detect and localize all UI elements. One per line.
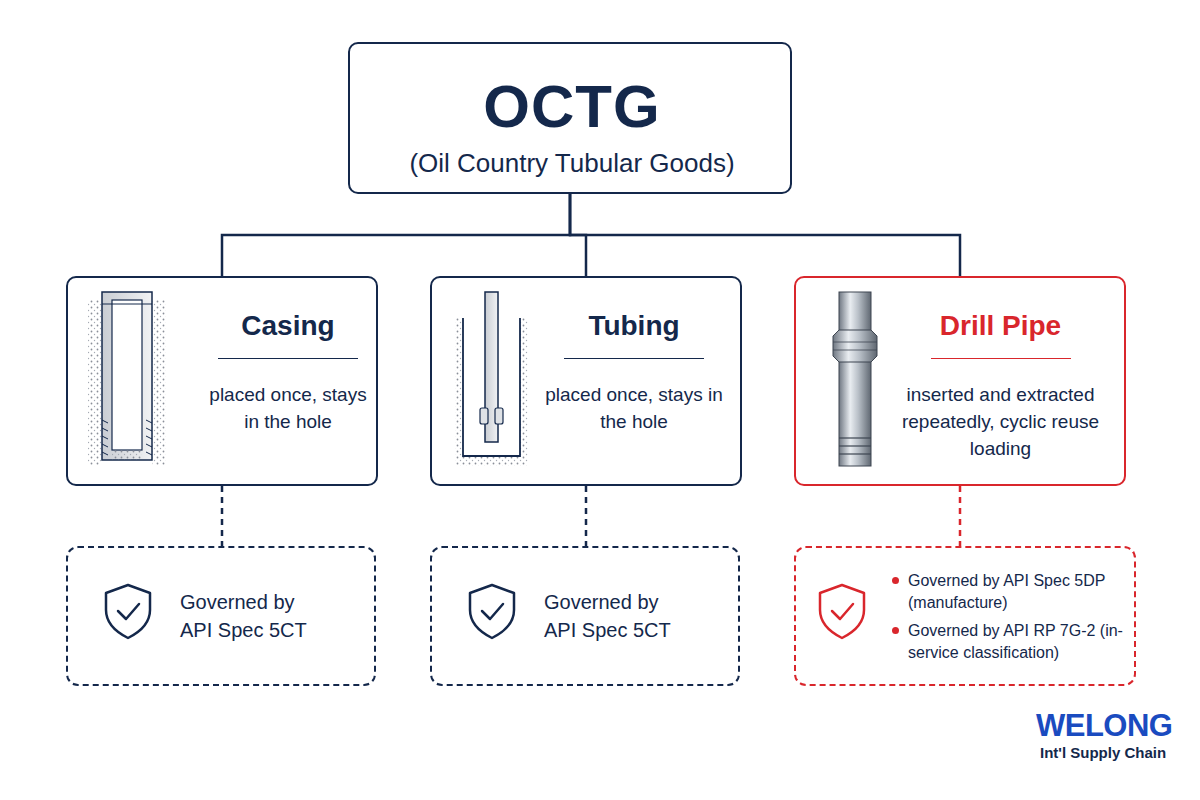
heading-rule [931,358,1071,359]
category-box: Tubing placed once, stays in the hole [430,276,742,486]
box-heading: Tubing [544,308,724,344]
tubing-illustration [455,292,528,466]
text-area: OCTG (Oil Country Tubular Goods) [360,72,784,180]
heading-rule [564,358,704,359]
text-area: Tubing placed once, stays in the hole [544,308,724,435]
box-heading: Drill Pipe [888,308,1113,344]
heading-rule [218,358,358,359]
dashed-connector [221,486,224,546]
logo-tagline: Int'l Supply Chain [1040,744,1166,761]
casing-illustration [88,292,166,465]
standard-note: Governed by API Spec 5DP (manufacture) Go… [794,546,1136,686]
box-text: Governed by API Spec 5DP (manufacture) [892,570,1128,614]
dashed-connector [959,486,962,546]
box-text: Governed by API Spec 5CT [544,588,694,644]
box-text: placed once, stays in the hole [544,381,724,435]
tree-connector [222,194,570,276]
category-box: Drill Pipe inserted and extracted repeate… [794,276,1126,486]
tree-connector [570,194,960,276]
box-text: placed once, stays in the hole [208,381,368,435]
text-area: Drill Pipe inserted and extracted repeate… [888,308,1113,462]
dashed-connector [585,486,588,546]
logo-text: WELONG [1036,708,1173,744]
root-box: OCTG (Oil Country Tubular Goods) [348,42,792,194]
box-text: Governed by API RP 7G-2 (in-service clas… [892,620,1128,664]
category-box: Casing placed once, stays in the hole [66,276,378,486]
text-area: Governed by API Spec 5CT [544,588,694,644]
standard-note: Governed by API Spec 5CT [66,546,376,686]
standard-note: Governed by API Spec 5CT [430,546,740,686]
drill-pipe-illustration [833,292,877,466]
box-heading: OCTG [360,72,784,142]
box-text: (Oil Country Tubular Goods) [360,146,784,180]
box-text: inserted and extracted repeatedly, cycli… [888,381,1113,462]
text-area: Governed by API Spec 5CT [180,588,330,644]
box-heading: Casing [208,308,368,344]
box-text: Governed by API Spec 5CT [180,588,330,644]
text-area: Governed by API Spec 5DP (manufacture) Go… [892,570,1128,670]
text-area: Casing placed once, stays in the hole [208,308,368,435]
